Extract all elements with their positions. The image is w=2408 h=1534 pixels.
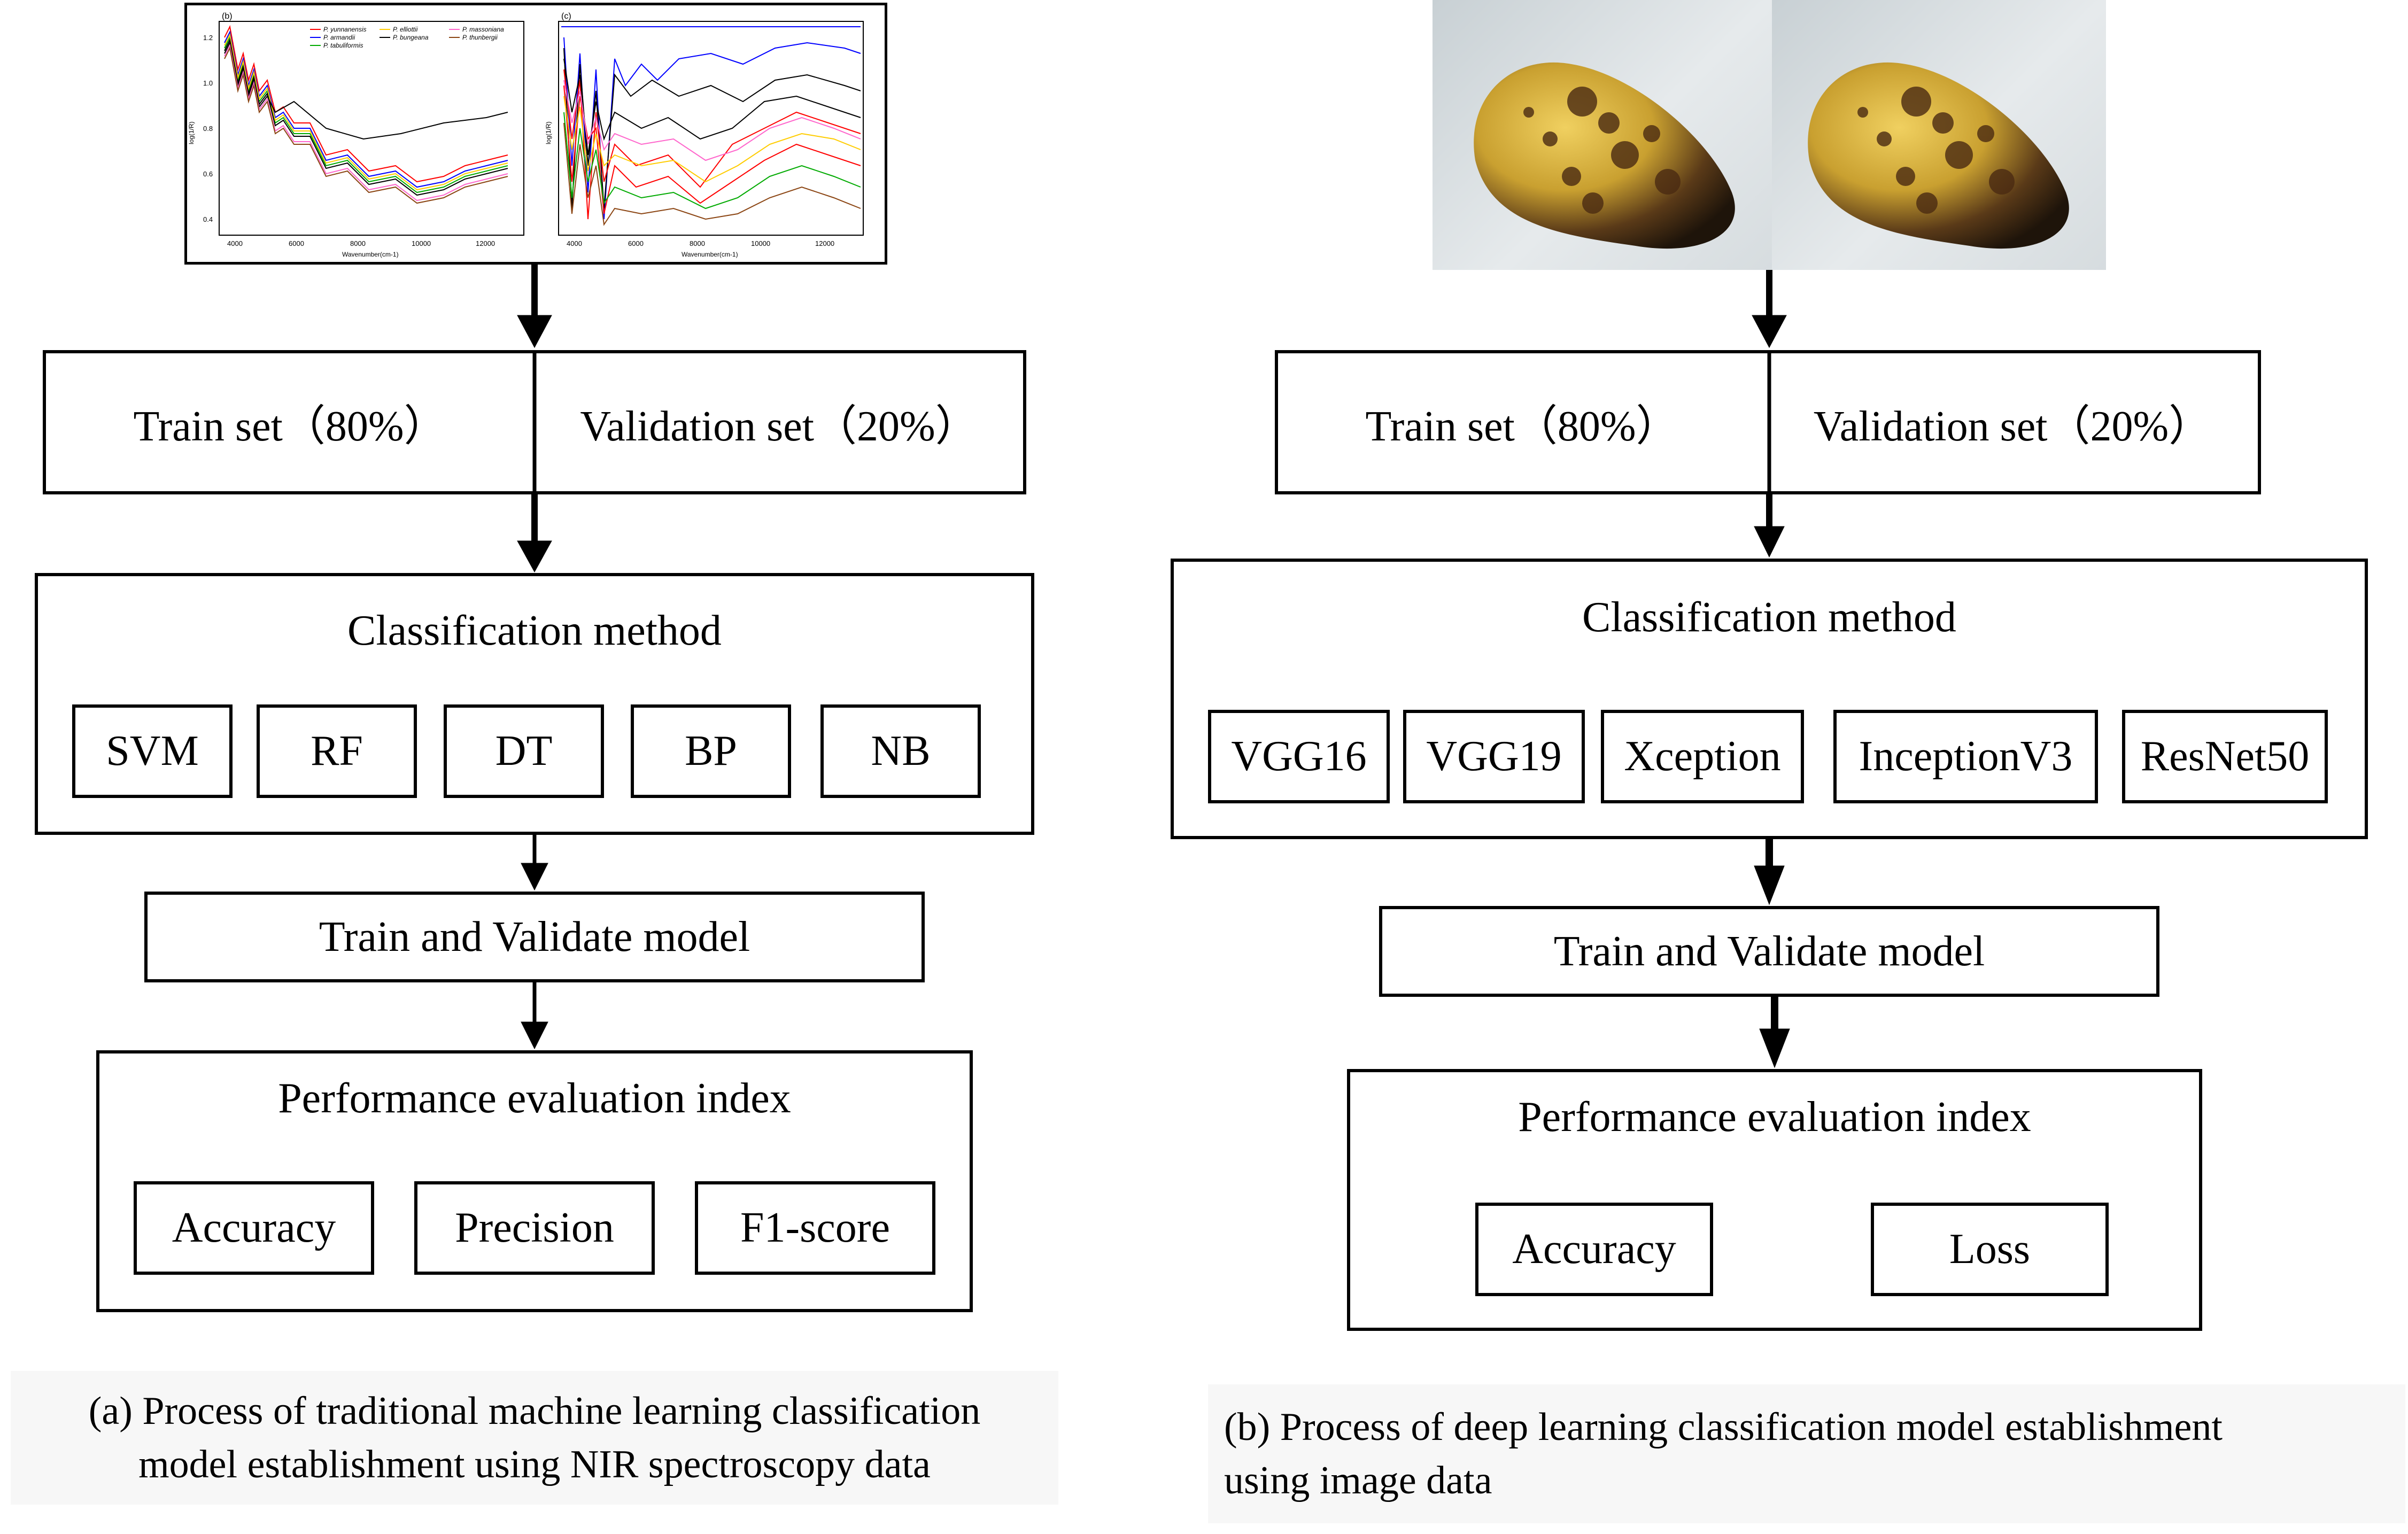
y-axis-label: log(1/R)	[188, 121, 195, 144]
seed-drawing-2	[1808, 62, 2069, 249]
seed-image-1	[1433, 0, 1775, 270]
right-caption: (b) Process of deep learning classificat…	[1208, 1384, 2405, 1523]
legend-item: P. armandii	[323, 34, 355, 41]
ytick: 0.6	[203, 170, 213, 178]
method-inceptionv3: InceptionV3	[1833, 710, 2098, 803]
right-caption-line2: using image data	[1224, 1459, 1492, 1502]
arrow-head	[521, 863, 548, 891]
left-evaluation-title: Performance evaluation index	[278, 1074, 791, 1122]
legend-item: P. massoniana	[462, 26, 504, 33]
right-train-validate-box: Train and Validate model	[1379, 906, 2159, 997]
right-classification-title: Classification method	[1582, 593, 1956, 641]
xtick: 8000	[690, 239, 705, 247]
arrow-head	[517, 315, 552, 348]
ytick: 0.8	[203, 125, 213, 133]
legend-item: P. bungeana	[393, 34, 429, 41]
method-resnet50: ResNet50	[2122, 710, 2328, 803]
method-dt: DT	[444, 704, 604, 798]
left-caption: (a) Process of traditional machine learn…	[11, 1371, 1058, 1505]
x-axis-label: Wavenumber(cm-1)	[682, 251, 738, 258]
xtick: 4000	[567, 239, 582, 247]
xtick: 6000	[289, 239, 304, 247]
arrow-head	[1759, 1028, 1790, 1068]
nir-spectra-plots: (b) P. yunnanensis P. armandii P. tabuli…	[188, 12, 864, 258]
ytick: 1.2	[203, 34, 213, 42]
eval-f1-score: F1-score	[695, 1181, 935, 1275]
right-train-set-label: Train set（80%）	[1365, 403, 1679, 450]
method-xception: Xception	[1601, 710, 1804, 803]
right-caption-line1: (b) Process of deep learning classificat…	[1224, 1405, 2223, 1449]
xtick: 10000	[751, 239, 770, 247]
right-validation-set-label: Validation set（20%）	[1813, 403, 2212, 450]
ytick: 1.0	[203, 79, 213, 87]
spectra-c-lines	[561, 26, 861, 226]
xtick: 12000	[476, 239, 495, 247]
spectra-legend: P. yunnanensis P. armandii P. tabuliform…	[310, 26, 504, 49]
method-svm: SVM	[72, 704, 233, 798]
left-caption-line2: model establishment using NIR spectrosco…	[138, 1443, 931, 1486]
legend-item: P. thunbergii	[462, 34, 498, 41]
spectra-b-lines	[224, 25, 508, 204]
method-rf: RF	[257, 704, 417, 798]
arrow-head	[521, 1021, 548, 1050]
panel-c-letter: (c)	[561, 12, 571, 21]
legend-item: P. elliottii	[393, 26, 418, 33]
seed-drawing-1	[1474, 62, 1735, 249]
y-axis-label: log(1/R)	[545, 121, 552, 144]
eval-accuracy-right: Accuracy	[1475, 1203, 1713, 1296]
ytick: 0.4	[203, 215, 213, 223]
method-nb: NB	[820, 704, 981, 798]
eval-loss: Loss	[1871, 1203, 2109, 1296]
left-caption-line1: (a) Process of traditional machine learn…	[88, 1389, 981, 1433]
arrow-head	[1754, 526, 1785, 558]
xtick: 4000	[227, 239, 243, 247]
panel-b-letter: (b)	[222, 12, 233, 21]
xtick: 12000	[815, 239, 834, 247]
panel-b-ticks: 1.2 1.0 0.8 0.6 0.4 4000 6000 8000 10000…	[188, 34, 495, 258]
nir-spectra-figure: (b) P. yunnanensis P. armandii P. tabuli…	[184, 3, 887, 265]
panel-c-ticks: 4000 6000 8000 10000 12000 Wavenumber(cm…	[545, 121, 834, 258]
arrow-head	[517, 540, 552, 573]
left-validation-set-label: Validation set（20%）	[580, 403, 978, 450]
method-vgg16: VGG16	[1208, 710, 1390, 803]
method-bp: BP	[631, 704, 791, 798]
eval-accuracy: Accuracy	[134, 1181, 374, 1275]
legend-item: P. yunnanensis	[323, 26, 367, 33]
left-train-set-label: Train set（80%）	[133, 403, 447, 450]
xtick: 10000	[412, 239, 431, 247]
xtick: 8000	[350, 239, 366, 247]
arrow-head	[1754, 865, 1785, 905]
left-classification-title: Classification method	[347, 607, 722, 654]
seed-image-2	[1772, 0, 2106, 270]
left-train-validate-box: Train and Validate model	[144, 892, 925, 982]
method-vgg19: VGG19	[1403, 710, 1585, 803]
x-axis-label: Wavenumber(cm-1)	[342, 251, 399, 258]
legend-item: P. tabuliformis	[323, 42, 363, 49]
arrow-head	[1752, 315, 1787, 348]
eval-precision: Precision	[414, 1181, 655, 1275]
xtick: 6000	[628, 239, 644, 247]
right-evaluation-title: Performance evaluation index	[1518, 1093, 2031, 1141]
